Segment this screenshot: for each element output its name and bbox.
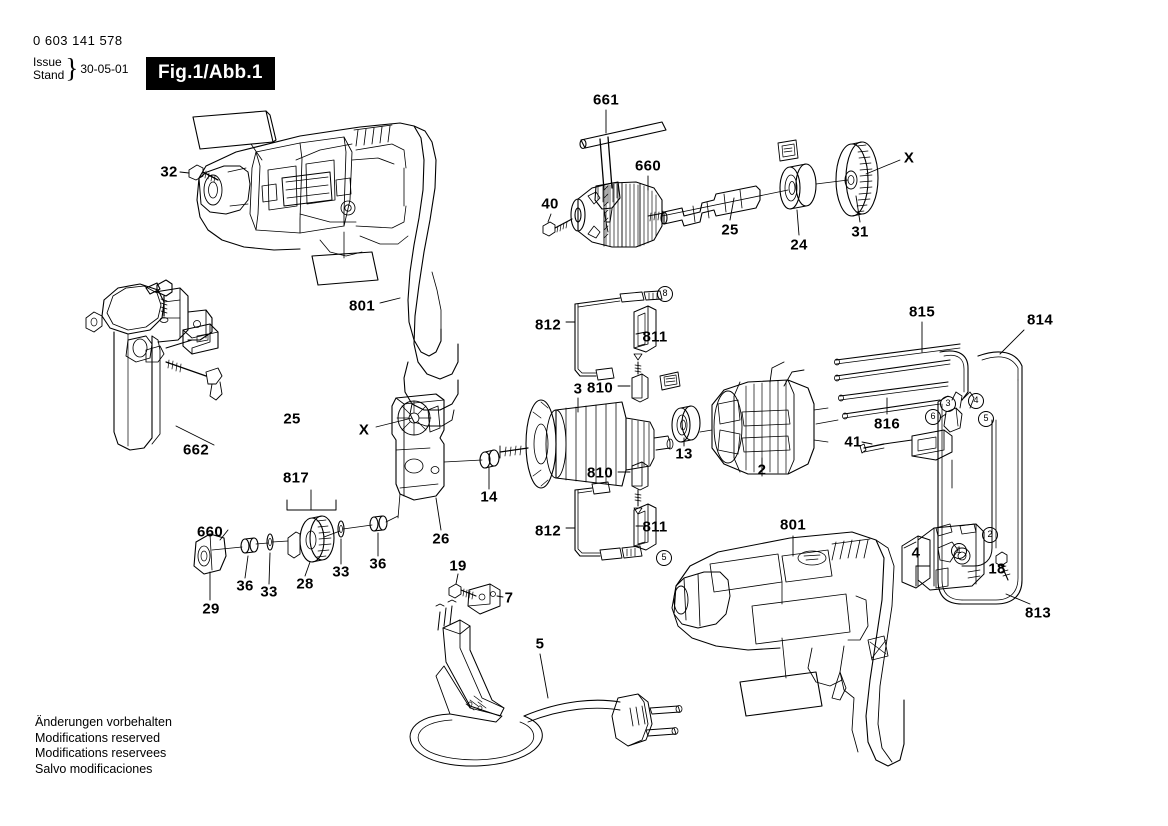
circled-number-n5sw: 5: [978, 411, 994, 427]
issue-block: Issue Stand } 30-05-01: [33, 52, 128, 86]
callout-801-c801b: 801: [780, 516, 806, 534]
callout-810-c810b: 810: [587, 464, 613, 482]
callout-811-c811a: 811: [642, 328, 668, 346]
brush-set-lower: [565, 461, 657, 561]
callout-18-c18: 18: [988, 560, 1006, 578]
callout-660-c660a: 660: [635, 157, 661, 175]
callout-7-c7: 7: [504, 589, 514, 607]
spindle-25: [647, 185, 761, 227]
callout-25-c25b: 25: [283, 410, 301, 428]
issue-label: Issue: [33, 55, 62, 69]
callout-801-c801a: 801: [349, 297, 375, 315]
pinion-28: [286, 489, 337, 563]
field-stator-2: [711, 361, 829, 477]
callout-662-c662: 662: [183, 441, 209, 459]
callout-13-c13: 13: [675, 445, 693, 463]
footer-line-es: Salvo modificaciones: [35, 761, 153, 776]
bearing-14: [443, 449, 500, 490]
retaining-clip: [777, 139, 799, 162]
circled-number-n5bot: 5: [656, 550, 672, 566]
callout-812-c812a: 812: [535, 316, 561, 334]
callout-661-c661: 661: [593, 91, 619, 109]
spindle-train-lower: [193, 489, 399, 601]
cap-29: [193, 533, 227, 575]
issue-date: 30-05-01: [80, 62, 129, 76]
circled-number-n4: 4: [968, 393, 984, 409]
bushing-36b: [369, 515, 388, 532]
callout-3-c3: 3: [573, 380, 583, 398]
callout-660-c660b: 660: [197, 523, 223, 541]
callout-40-c40: 40: [541, 195, 559, 213]
brace-glyph: }: [65, 53, 79, 83]
footer-disclaimer: Änderungen vorbehalten Modifications res…: [35, 715, 172, 777]
callout-816-c816: 816: [874, 415, 900, 433]
callout-29-c29: 29: [202, 600, 220, 618]
callout-26-c26: 26: [432, 530, 450, 548]
depth-rod: [165, 359, 223, 401]
callout-14-c14: 14: [480, 488, 498, 506]
circled-number-n8top: 8: [657, 286, 673, 302]
callout-810-c810a: 810: [587, 379, 613, 397]
armature-3: [499, 397, 674, 489]
chuck-key-661: [579, 121, 667, 233]
bearing-13: [671, 405, 701, 447]
switch-harness: [834, 321, 1031, 605]
callout-41-c41: 41: [844, 433, 862, 451]
callout-814-c814: 814: [1027, 311, 1053, 329]
callout-x-cXtop: X: [903, 149, 915, 167]
footer-line-fr: Modifications reservees: [35, 746, 167, 760]
housing-half-lower: [671, 531, 905, 767]
chuck-assembly: [542, 109, 901, 248]
callout-31-c31: 31: [851, 223, 869, 241]
circled-number-n3: 3: [940, 396, 956, 412]
auxiliary-handle-662: [85, 279, 223, 451]
callout-19-c19: 19: [449, 557, 467, 575]
callout-33-c33a: 33: [260, 583, 278, 601]
bushing-36a: [240, 537, 259, 554]
screw-40: [542, 218, 573, 237]
callout-815-c815: 815: [909, 303, 935, 321]
issue-stand-labels: Issue Stand: [33, 56, 64, 82]
footer-line-en: Modifications reserved: [35, 730, 161, 745]
cord-assembly: [409, 573, 683, 767]
callout-33-c33b: 33: [332, 563, 350, 581]
gear-31: [835, 141, 879, 217]
callout-817-c817: 817: [283, 469, 309, 487]
callout-811-c811b: 811: [642, 518, 668, 536]
callout-4-c4: 4: [911, 544, 921, 562]
stand-label: Stand: [33, 68, 65, 82]
circled-number-n2: 2: [982, 527, 998, 543]
circled-number-n1: 1: [951, 543, 967, 559]
callout-813-c813: 813: [1025, 604, 1051, 622]
brush-set-upper: [565, 290, 681, 403]
clamp-block: [182, 323, 219, 355]
callout-5-c5: 5: [535, 635, 545, 653]
callout-25-c25a: 25: [721, 221, 739, 239]
callout-2-c2: 2: [757, 461, 767, 479]
circled-number-n6: 6: [925, 409, 941, 425]
housing-half-upper: [179, 110, 459, 427]
callout-28-c28: 28: [296, 575, 314, 593]
callout-32-c32: 32: [160, 163, 178, 181]
figure-tag: Fig.1/Abb.1: [146, 57, 275, 90]
part-number: 0 603 141 578: [33, 33, 123, 48]
wing-screw: [145, 279, 173, 323]
footer-line-de: Änderungen vorbehalten: [35, 715, 172, 729]
callout-24-c24: 24: [790, 236, 808, 254]
bearing-24: [779, 163, 817, 210]
gear-housing-26: [375, 393, 445, 531]
callout-36-c36a: 36: [236, 577, 254, 595]
callout-x-cXmid: X: [358, 421, 370, 439]
screw-32: [188, 164, 219, 183]
drill-chuck-660: [570, 181, 663, 248]
callout-36-c36b: 36: [369, 555, 387, 573]
callout-812-c812b: 812: [535, 522, 561, 540]
